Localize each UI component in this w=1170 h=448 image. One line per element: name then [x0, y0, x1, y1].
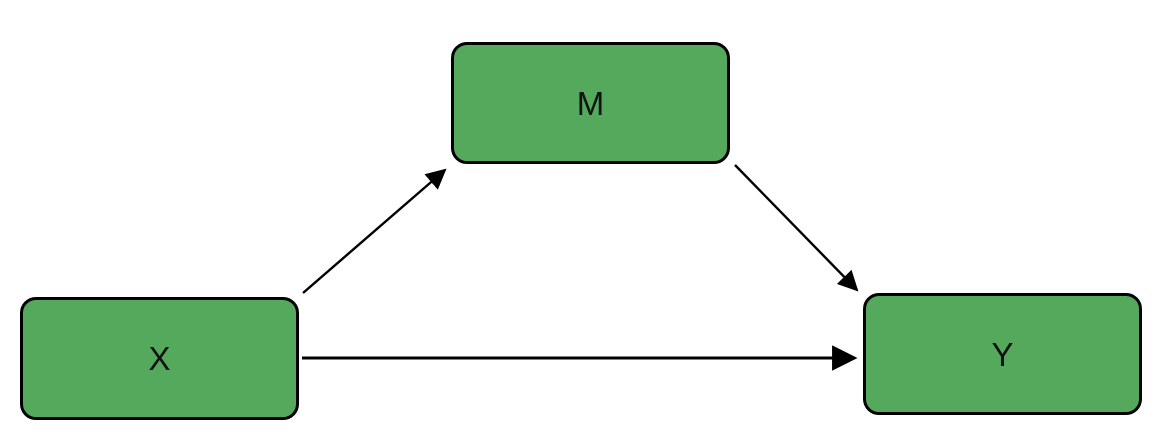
node-y-label: Y	[991, 335, 1014, 373]
edge-m-to-y-arrow	[734, 164, 859, 292]
node-x-predictor: X	[20, 297, 299, 420]
node-m-mediator: M	[451, 42, 730, 164]
node-y-outcome: Y	[863, 293, 1142, 415]
edge-x-to-m-arrow	[302, 168, 447, 294]
node-m-label: M	[576, 84, 605, 122]
node-x-label: X	[148, 340, 171, 377]
